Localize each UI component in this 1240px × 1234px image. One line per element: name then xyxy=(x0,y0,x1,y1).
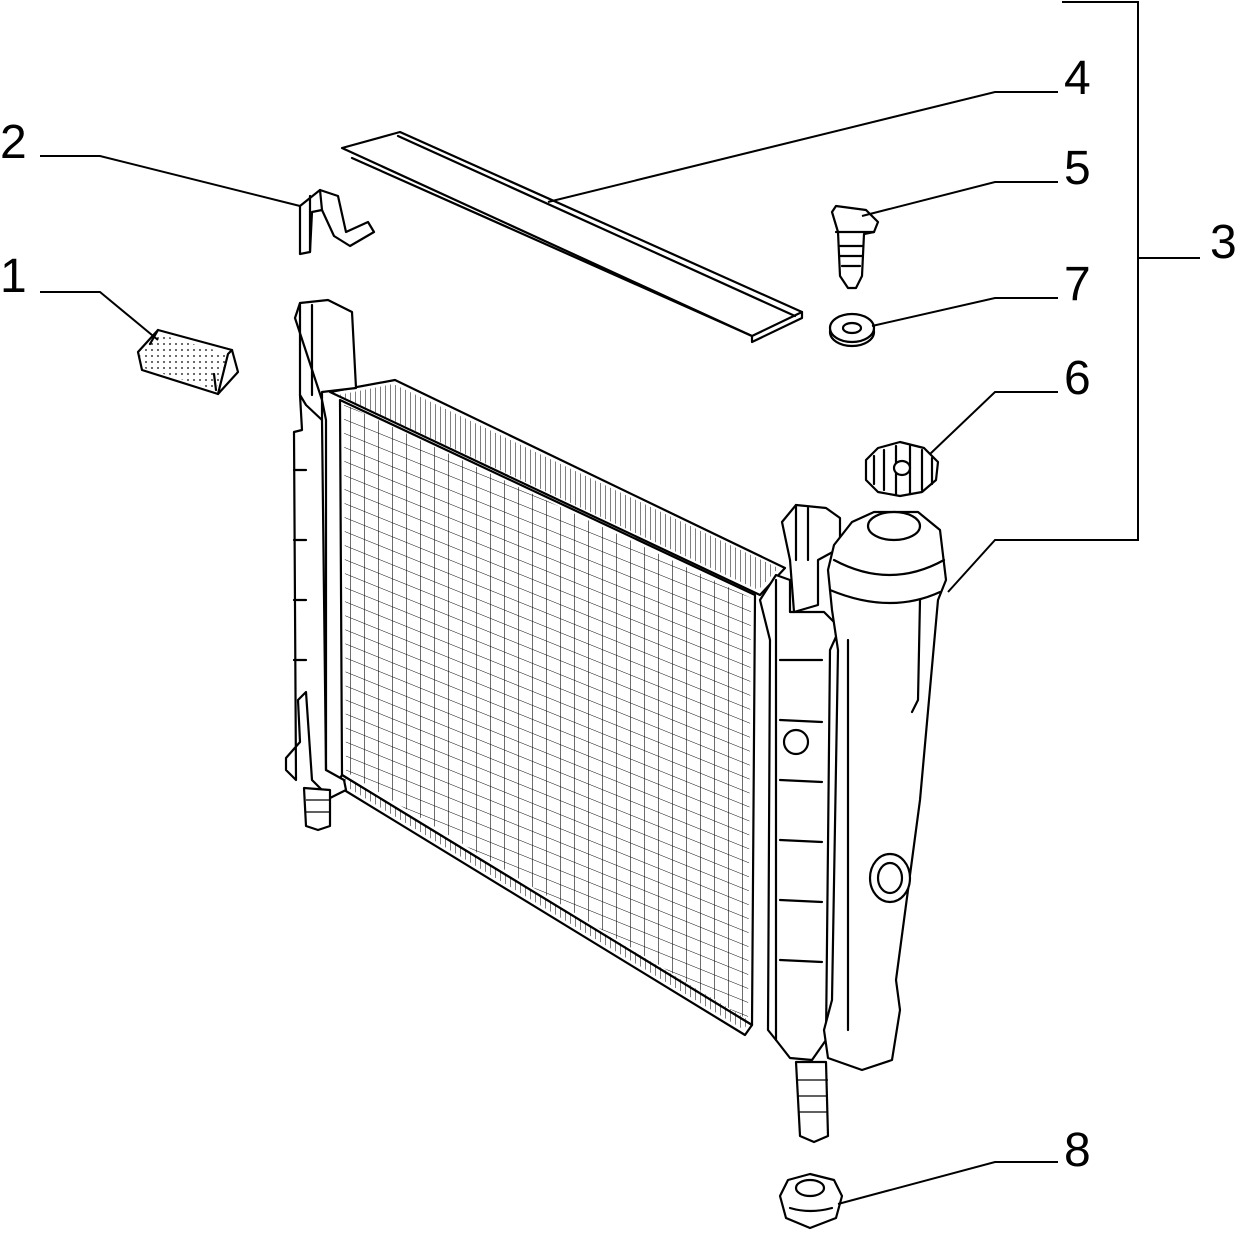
leader-5 xyxy=(861,181,1058,217)
callout-2: 2 xyxy=(0,116,27,169)
leader-8 xyxy=(837,1161,1058,1205)
top-seal-strip-icon xyxy=(340,130,804,344)
callout-4: 4 xyxy=(1064,52,1091,105)
leader-7 xyxy=(871,297,1058,327)
callout-1: 1 xyxy=(0,250,27,303)
callout-7: 7 xyxy=(1064,258,1091,311)
leader-2 xyxy=(40,155,301,207)
leader-6 xyxy=(929,391,1058,455)
callout-6: 6 xyxy=(1064,352,1091,405)
leader-3 xyxy=(947,1,1200,593)
foam-pad-icon xyxy=(136,328,240,396)
callout-labels: 1 2 3 4 5 6 7 8 xyxy=(0,52,1237,1177)
callout-3: 3 xyxy=(1210,216,1237,269)
leader-4 xyxy=(547,91,1058,203)
radiator-assembly-icon xyxy=(284,298,948,1144)
bleed-plug-icon xyxy=(830,204,880,290)
leader-1 xyxy=(40,291,159,341)
washer-icon xyxy=(828,312,876,348)
leader-lines xyxy=(40,1,1200,1205)
rubber-mount-icon xyxy=(778,1172,844,1230)
callout-5: 5 xyxy=(1064,142,1091,195)
mounting-bracket-icon xyxy=(298,188,376,256)
callout-8: 8 xyxy=(1064,1124,1091,1177)
filler-cap-icon xyxy=(864,440,940,498)
